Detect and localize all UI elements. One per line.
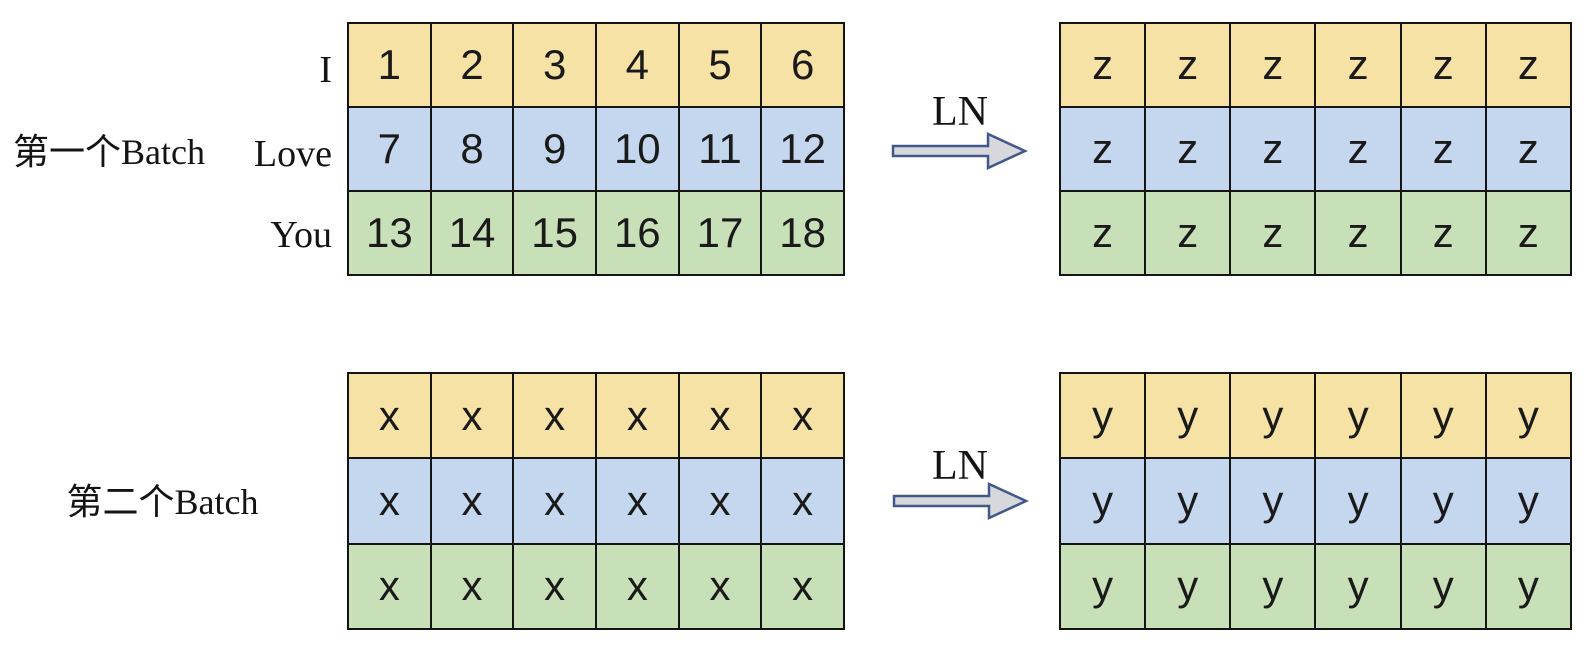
matrix-cell: 6 <box>762 24 843 106</box>
matrix-cell: z <box>1401 24 1485 106</box>
matrix-cell: y <box>1061 374 1145 458</box>
row-label-you: You <box>270 214 332 256</box>
matrix-cell: x <box>762 544 843 628</box>
row-label-love: Love <box>253 133 332 175</box>
matrix-cell: x <box>431 459 513 543</box>
matrix-cell: x <box>679 544 761 628</box>
matrix-cell: 7 <box>349 108 430 190</box>
matrix-cell: z <box>1316 108 1400 190</box>
matrix-cell: x <box>596 544 678 628</box>
matrix-cell: z <box>1061 24 1145 106</box>
matrix-cell: y <box>1061 544 1145 628</box>
matrix-cell: x <box>679 459 761 543</box>
matrix-cell: 18 <box>762 192 843 274</box>
batch1-arrow-icon <box>891 132 1028 170</box>
matrix-cell: y <box>1486 544 1570 628</box>
matrix-cell: y <box>1401 459 1485 543</box>
matrix-cell: 14 <box>431 192 513 274</box>
matrix-cell: z <box>1146 192 1230 274</box>
matrix-cell: 8 <box>431 108 513 190</box>
matrix-cell: y <box>1401 374 1485 458</box>
row-label-i: I <box>319 49 332 91</box>
matrix-cell: z <box>1486 108 1570 190</box>
matrix-cell: x <box>349 374 430 458</box>
matrix-cell: y <box>1486 374 1570 458</box>
matrix-cell: 17 <box>679 192 761 274</box>
matrix-cell: z <box>1231 24 1315 106</box>
matrix-cell: 10 <box>596 108 678 190</box>
matrix-cell: y <box>1231 459 1315 543</box>
matrix-cell: x <box>596 374 678 458</box>
matrix-cell: x <box>514 544 595 628</box>
batch2-arrow-icon <box>892 482 1029 520</box>
matrix-cell: y <box>1146 544 1230 628</box>
matrix-cell: x <box>762 374 843 458</box>
matrix-cell: z <box>1401 108 1485 190</box>
matrix-cell: z <box>1316 24 1400 106</box>
matrix-cell: z <box>1486 192 1570 274</box>
matrix-cell: z <box>1231 192 1315 274</box>
matrix-cell: x <box>431 544 513 628</box>
matrix-cell: 11 <box>679 108 761 190</box>
matrix-cell: z <box>1316 192 1400 274</box>
matrix-cell: y <box>1231 544 1315 628</box>
matrix-cell: x <box>514 374 595 458</box>
matrix-cell: z <box>1401 192 1485 274</box>
matrix-cell: z <box>1061 192 1145 274</box>
matrix-cell: y <box>1061 459 1145 543</box>
matrix-cell: y <box>1401 544 1485 628</box>
matrix-cell: y <box>1486 459 1570 543</box>
batch1-label: 第一个Batch <box>13 132 205 172</box>
matrix-cell: x <box>349 544 430 628</box>
matrix-cell: y <box>1146 374 1230 458</box>
matrix-cell: z <box>1231 108 1315 190</box>
matrix-cell: x <box>679 374 761 458</box>
matrix-cell: z <box>1146 108 1230 190</box>
matrix-cell: 16 <box>596 192 678 274</box>
batch2-ln-label: LN <box>932 443 988 489</box>
matrix-cell: z <box>1061 108 1145 190</box>
batch2-label: 第二个Batch <box>66 482 259 522</box>
matrix-cell: x <box>349 459 430 543</box>
matrix-cell: z <box>1486 24 1570 106</box>
matrix-cell: 12 <box>762 108 843 190</box>
matrix-cell: 5 <box>679 24 761 106</box>
matrix-cell: y <box>1146 459 1230 543</box>
matrix-cell: y <box>1316 374 1400 458</box>
matrix-cell: y <box>1316 544 1400 628</box>
matrix-cell: y <box>1316 459 1400 543</box>
matrix-cell: x <box>431 374 513 458</box>
matrix-cell: 3 <box>514 24 595 106</box>
matrix-cell: 9 <box>514 108 595 190</box>
matrix-cell: y <box>1231 374 1315 458</box>
matrix-cell: 4 <box>596 24 678 106</box>
matrix-cell: 13 <box>349 192 430 274</box>
matrix-cell: x <box>762 459 843 543</box>
batch1-ln-label: LN <box>932 89 988 135</box>
matrix-cell: 2 <box>431 24 513 106</box>
matrix-cell: 15 <box>514 192 595 274</box>
matrix-cell: 1 <box>349 24 430 106</box>
matrix-cell: x <box>514 459 595 543</box>
matrix-cell: z <box>1146 24 1230 106</box>
matrix-cell: x <box>596 459 678 543</box>
